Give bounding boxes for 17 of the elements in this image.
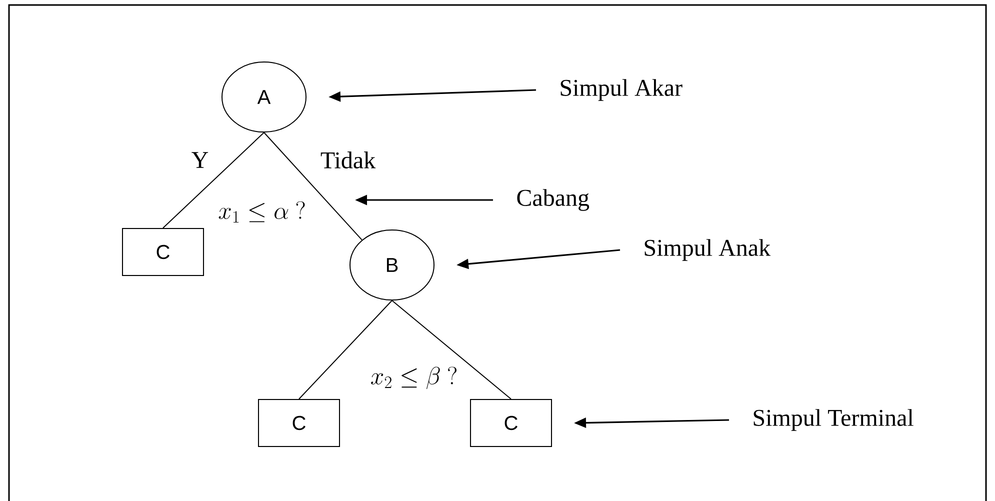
- terminal-box: C: [122, 228, 204, 276]
- edge-label: Y: [192, 152, 208, 168]
- terminal-box: C: [258, 399, 340, 447]
- edge-label: Tidak: [320, 152, 376, 168]
- condition-formula: $x_2 \leq \beta\ ?$: [371, 366, 456, 390]
- node-label: Cabang: [517, 189, 590, 211]
- condition-formula: $x_1 \leq \alpha\ ?$: [218, 201, 305, 222]
- terminal-box: C: [470, 399, 552, 447]
- node-label: Simpul Akar: [560, 79, 682, 101]
- circle-node: B: [350, 230, 434, 300]
- branch-line: [392, 300, 512, 400]
- branch-line: [264, 132, 362, 240]
- node-label: Simpul Terminal: [754, 409, 914, 431]
- circle-node: A: [222, 62, 306, 132]
- branch-line: [298, 300, 392, 400]
- branch-line: [162, 132, 264, 228]
- node-label: Simpul Anak: [644, 239, 771, 261]
